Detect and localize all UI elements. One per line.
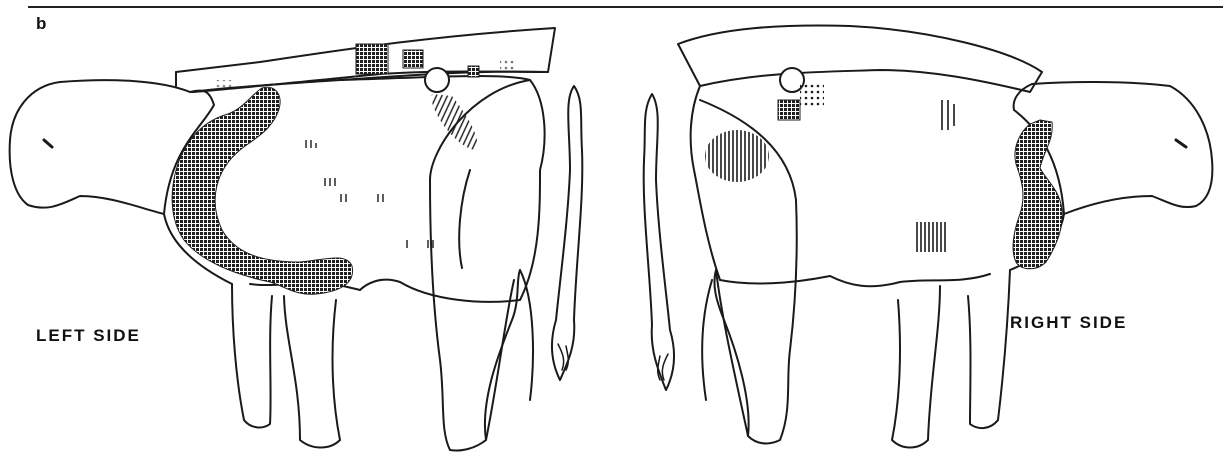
right-lesion-small-marks [942, 100, 954, 130]
left-lesion-square-faint-2 [214, 80, 232, 90]
right-lesion-dotted [800, 82, 824, 108]
left-cow-head [10, 80, 190, 214]
left-lesion-circle [425, 68, 449, 92]
left-lesion-square-faint [500, 60, 514, 72]
right-cow-body [691, 86, 990, 286]
right-cow-eye [1176, 140, 1186, 147]
right-cow-back [678, 26, 1042, 92]
right-cow-tail-tuft [658, 354, 668, 380]
left-cow-tail [552, 86, 582, 380]
left-cow-hind-leg-2 [486, 270, 533, 440]
left-cow-tail-tuft [558, 344, 568, 370]
left-cow-hind-leg [430, 80, 530, 451]
left-cow-eye [44, 140, 52, 147]
right-lesion-striped-oval [705, 130, 769, 182]
right-cow-tail [644, 94, 674, 390]
left-lesion-small-marks [306, 140, 433, 248]
right-cow-front-leg-1 [968, 270, 1010, 428]
left-lesion-stripes [431, 94, 477, 150]
left-cow-lesions [172, 44, 514, 294]
right-cow-hind-leg-2 [702, 270, 748, 436]
right-cow-front-leg-2 [892, 286, 940, 448]
right-side-label: RIGHT SIDE [1010, 313, 1127, 333]
left-cow-front-leg-2 [284, 296, 340, 448]
left-cow [10, 28, 583, 451]
left-lesion-square-1 [356, 44, 388, 74]
left-lesion-square-3 [468, 66, 479, 77]
right-lesion-striped-patch [916, 222, 946, 252]
left-cow-flank [459, 170, 470, 268]
right-cow-lesions [705, 68, 1062, 269]
right-lesion-large [1013, 120, 1062, 269]
right-lesion-square [778, 100, 800, 120]
left-side-label: LEFT SIDE [36, 326, 141, 346]
left-lesion-square-2 [403, 50, 423, 68]
left-cow-front-leg-1 [232, 284, 272, 427]
